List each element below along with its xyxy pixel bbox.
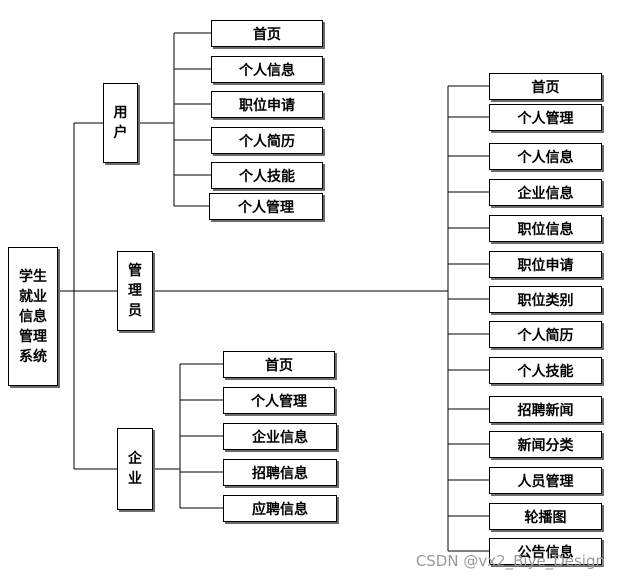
admin-item-personal-info: 个人信息 — [489, 143, 602, 170]
user-item-home: 首页 — [211, 20, 323, 47]
company-item-recruitment-info: 招聘信息 — [223, 459, 337, 486]
watermark: CSDN @vx2_Biye_Design — [415, 552, 605, 570]
user-item-job-application: 职位申请 — [211, 91, 323, 118]
admin-item-job-info: 职位信息 — [489, 215, 602, 242]
user-item-resume: 个人简历 — [211, 127, 323, 154]
admin-item-announcements: 公告信息 — [489, 538, 602, 565]
role-company-char-1: 企 — [128, 451, 142, 467]
root-line-5: 系统 — [19, 348, 47, 365]
role-admin-char-1: 管 — [128, 263, 142, 279]
admin-item-skills: 个人技能 — [489, 357, 602, 384]
root-line-1: 学生 — [19, 268, 47, 285]
role-company-node: 企 业 — [117, 428, 153, 510]
admin-item-home: 首页 — [489, 73, 602, 100]
admin-item-recruitment-news: 招聘新闻 — [489, 396, 602, 423]
admin-item-company-info: 企业信息 — [489, 179, 602, 206]
user-item-personal-info: 个人信息 — [211, 56, 323, 83]
role-admin-char-3: 员 — [128, 303, 142, 319]
user-item-personal-management: 个人管理 — [209, 193, 323, 220]
root-line-3: 信息 — [19, 308, 47, 325]
root-node: 学生 就业 信息 管理 系统 — [8, 247, 58, 386]
root-line-2: 就业 — [19, 288, 47, 305]
role-user-node: 用 户 — [103, 83, 138, 163]
company-item-applicant-info: 应聘信息 — [223, 495, 337, 522]
user-item-skills: 个人技能 — [211, 162, 323, 189]
admin-item-news-category: 新闻分类 — [489, 431, 602, 458]
admin-item-job-category: 职位类别 — [489, 286, 602, 313]
company-item-company-info: 企业信息 — [223, 423, 337, 450]
company-item-personal-management: 个人管理 — [223, 387, 335, 414]
role-admin-node: 管 理 员 — [117, 251, 153, 331]
role-company-char-2: 业 — [128, 471, 142, 487]
admin-item-carousel: 轮播图 — [489, 503, 602, 530]
role-admin-char-2: 理 — [128, 283, 142, 299]
role-user-char-2: 户 — [113, 125, 128, 141]
admin-item-resume: 个人简历 — [489, 321, 602, 348]
admin-item-job-application: 职位申请 — [489, 251, 602, 278]
company-item-home: 首页 — [223, 351, 335, 378]
admin-item-staff-management: 人员管理 — [489, 467, 602, 494]
admin-item-personal-management: 个人管理 — [489, 104, 602, 131]
root-line-4: 管理 — [19, 328, 47, 345]
role-user-char-1: 用 — [113, 105, 128, 121]
